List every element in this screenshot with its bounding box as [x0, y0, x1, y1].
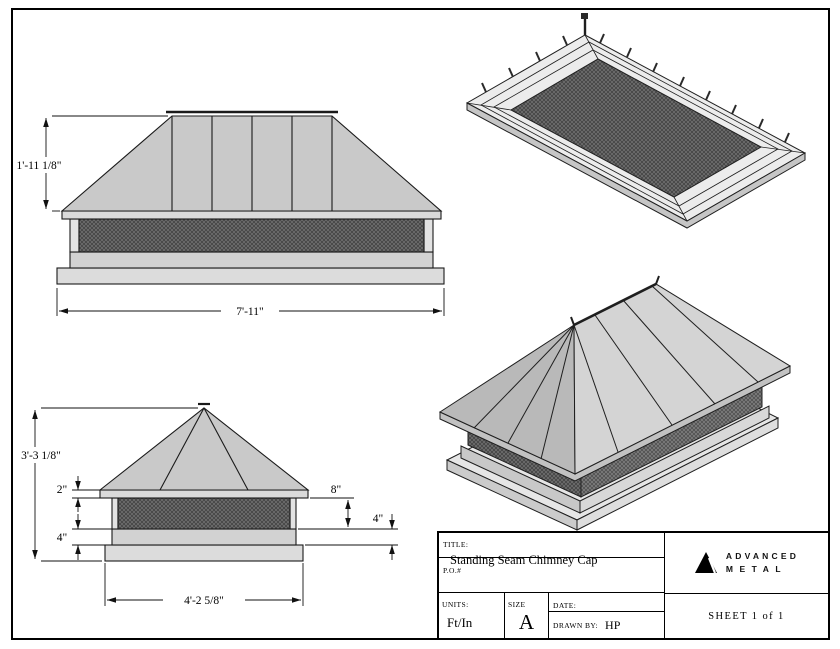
iso-ridge-cap	[573, 282, 657, 327]
title-block-right: ADVANCED METAL SHEET 1 of 1	[665, 533, 828, 638]
front-mesh-screen	[78, 218, 425, 253]
size-value: A	[518, 610, 535, 634]
front-base-plate	[56, 267, 445, 285]
title-label: TITLE:	[443, 540, 469, 549]
drawn-by-value: HP	[605, 617, 621, 632]
logo-triangle-icon	[694, 552, 717, 574]
iso-underside-view	[465, 13, 807, 229]
po-label: P.O.#	[443, 566, 462, 575]
iso-underside-miter-joints	[466, 34, 806, 222]
drawing-title: Standing Seam Chimney Cap	[450, 553, 598, 567]
size-cell: SIZE A	[505, 593, 549, 638]
side-base-band	[111, 528, 297, 546]
dim-side-fascia: 2"	[57, 484, 67, 496]
dim-front-width: 7'-11"	[236, 306, 263, 318]
iso-ridge-finials	[570, 275, 660, 326]
side-dimensions: 3'-3 1/8" 2" 4" 8" 4"	[13, 407, 398, 607]
logo-line1: ADVANCED	[725, 550, 800, 561]
units-label: UNITS:	[442, 600, 469, 609]
side-elevation-view	[98, 402, 310, 562]
side-mesh-screen	[117, 497, 291, 530]
dim-side-mesh: 8"	[331, 484, 341, 496]
side-roof-seams	[159, 407, 249, 491]
sheet-border	[11, 8, 830, 640]
side-corner-post-left	[111, 497, 119, 530]
drawn-by-cell: DRAWN BY: HP	[549, 612, 664, 638]
side-roof	[98, 407, 310, 491]
front-elevation-view	[56, 110, 445, 285]
iso-underside-corner-cap	[581, 13, 588, 19]
dim-side-width: 4'-2 5/8"	[184, 595, 224, 607]
date-label: DATE:	[553, 601, 577, 610]
dim-side-base: 4"	[373, 513, 383, 525]
logo-line2: METAL	[725, 564, 788, 574]
title-block: TITLE: Standing Seam Chimney Cap P.O.# U…	[437, 531, 828, 638]
company-logo: ADVANCED METAL	[665, 533, 828, 594]
drawn-by-label: DRAWN BY:	[553, 620, 599, 630]
dim-side-height: 3'-3 1/8"	[21, 450, 61, 462]
side-corner-post-right	[289, 497, 297, 530]
iso-base-band-right	[579, 405, 770, 514]
dim-side-band: 4"	[57, 532, 67, 544]
iso-underside-seam-fins	[481, 33, 790, 143]
front-fascia	[61, 210, 442, 220]
side-fascia	[99, 489, 309, 499]
iso-roof-seams	[473, 285, 759, 460]
logo-text: ADVANCED METAL	[726, 550, 799, 576]
po-row: P.O.#	[439, 558, 664, 593]
front-corner-post-left	[69, 218, 80, 253]
iso-standing-seam-view	[438, 275, 792, 531]
sheet-number: SHEET 1 of 1	[708, 610, 785, 622]
title-block-left: TITLE: Standing Seam Chimney Cap P.O.# U…	[439, 533, 665, 638]
units-cell: UNITS: Ft/In	[439, 593, 505, 638]
iso-base-plate-right	[576, 417, 779, 531]
front-base-band	[69, 251, 434, 269]
dim-front-height: 1'-11 1/8"	[17, 160, 62, 172]
size-label: SIZE	[508, 600, 526, 609]
title-block-bottom-row: UNITS: Ft/In SIZE A DATE: DRAWN BY: HP	[439, 593, 664, 638]
front-corner-post-right	[423, 218, 434, 253]
front-roof-seams	[171, 116, 333, 211]
date-cell: DATE:	[549, 593, 664, 612]
date-drawn-column: DATE: DRAWN BY: HP	[549, 593, 664, 638]
front-dimensions: 1'-11 1/8" 7'-11"	[13, 115, 445, 318]
side-base-plate	[104, 544, 304, 562]
units-value: Ft/In	[447, 615, 473, 630]
title-row: TITLE: Standing Seam Chimney Cap	[439, 533, 664, 567]
